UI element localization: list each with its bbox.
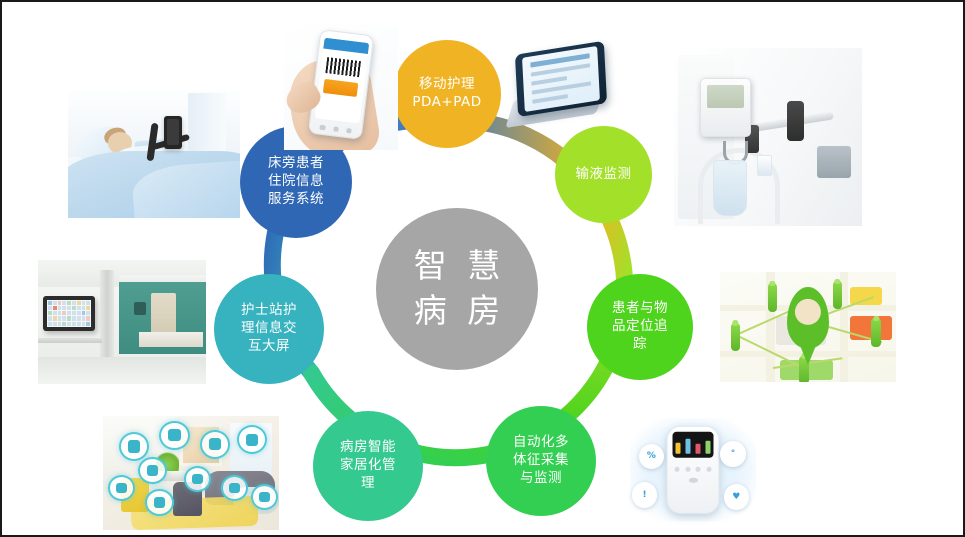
iot-security-icon xyxy=(159,420,190,450)
node-infusion-monitoring[interactable]: 输液监测 xyxy=(555,126,652,223)
heart-rate-icon: ♥ xyxy=(723,484,750,510)
monitor-home-button xyxy=(688,477,698,483)
node-smart-home-ward-label: 病房智能 家居化管 理 xyxy=(340,439,396,491)
node-nurse-station-display[interactable]: 护士站护 理信息交 互大屏 xyxy=(214,274,324,384)
node-patient-asset-tracking[interactable]: 患者与物 品定位追 踪 xyxy=(587,274,693,380)
tracked-person-pin xyxy=(786,287,830,349)
wall-equipment-box xyxy=(816,145,851,178)
tablet-screen xyxy=(522,46,600,112)
node-infusion-monitoring-label: 输液监测 xyxy=(575,165,632,182)
iot-lock-icon xyxy=(145,488,174,516)
iot-lighting-icon xyxy=(118,431,150,462)
iot-curtain-icon xyxy=(183,466,211,492)
oxygen-icon: % xyxy=(638,443,665,470)
wall-label-card xyxy=(756,154,772,177)
photo-location-map xyxy=(720,272,896,382)
map-road-v1 xyxy=(765,272,775,382)
iot-appliance-icon xyxy=(138,457,167,484)
photo-infusion-device xyxy=(674,48,862,226)
node-mobile-nursing[interactable]: 移动护理 PDA+PAD xyxy=(393,40,501,148)
iot-fan-icon xyxy=(108,475,136,501)
photo-nurse-station-corridor xyxy=(38,260,206,384)
iot-climate-icon xyxy=(199,429,231,459)
smartphone-screen xyxy=(314,37,369,123)
iv-fluid-bag xyxy=(713,160,748,216)
node-bedside-info-service-label: 床旁患者 住院信息 服务系统 xyxy=(268,155,324,207)
phone-nav-buttons xyxy=(315,123,355,135)
tablet-form-row xyxy=(532,94,568,104)
corridor-handrail xyxy=(38,338,102,344)
node-nurse-station-display-label: 护士站护 理信息交 互大屏 xyxy=(241,302,297,354)
tablet-form-row xyxy=(531,76,568,86)
tracked-person-face xyxy=(794,298,822,326)
app-action-button xyxy=(322,78,359,97)
beacon-bottom xyxy=(799,355,809,382)
node-patient-asset-tracking-label: 患者与物 品定位追 踪 xyxy=(612,300,668,352)
rail-clamp xyxy=(786,101,804,141)
photo-vital-signs-device: % ° ! ♥ xyxy=(608,410,778,530)
wall-control-panel xyxy=(133,302,146,315)
center-hub: 智 慧 病 房 xyxy=(376,208,538,370)
node-smart-home-ward[interactable]: 病房智能 家居化管 理 xyxy=(313,411,423,521)
monitor-screen xyxy=(672,431,714,458)
beacon-top-right xyxy=(832,280,843,310)
node-mobile-nursing-label: 移动护理 PDA+PAD xyxy=(412,76,482,110)
beacon-top-left xyxy=(767,283,778,312)
nurse-station-counter xyxy=(138,331,203,347)
home-table xyxy=(148,470,195,481)
photo-phone-barcode xyxy=(284,24,398,150)
monitor-buttons xyxy=(674,466,712,472)
app-header-bar xyxy=(322,37,369,55)
node-automated-vitals[interactable]: 自动化多 体征采集 与监测 xyxy=(486,406,596,516)
infusion-monitor-screen xyxy=(707,84,745,108)
wall-large-display xyxy=(43,295,96,331)
infusion-monitor-device xyxy=(700,78,752,138)
node-automated-vitals-label: 自动化多 体征采集 与监测 xyxy=(513,434,569,486)
barcode-graphic xyxy=(325,56,362,77)
center-title-line1: 智 慧 xyxy=(413,246,506,286)
bedside-terminal-screen xyxy=(164,115,182,149)
handheld-monitor-body xyxy=(666,425,720,515)
photo-tablet-pad xyxy=(502,40,620,140)
iot-media-icon xyxy=(236,425,268,455)
center-title-line2: 病 房 xyxy=(413,291,506,330)
photo-smart-home-living-room xyxy=(103,416,279,530)
alert-icon: ! xyxy=(631,482,658,508)
beacon-left xyxy=(730,322,741,352)
display-grid xyxy=(47,299,92,327)
iot-speaker-icon xyxy=(220,475,248,501)
photo-patient-bed xyxy=(68,90,240,218)
beacon-right xyxy=(871,318,882,347)
corridor-column xyxy=(100,269,114,365)
corridor-floor xyxy=(38,356,206,384)
map-road-v2 xyxy=(839,272,849,382)
iot-sensor-icon xyxy=(250,484,278,511)
thermometer-icon: ° xyxy=(720,441,746,467)
